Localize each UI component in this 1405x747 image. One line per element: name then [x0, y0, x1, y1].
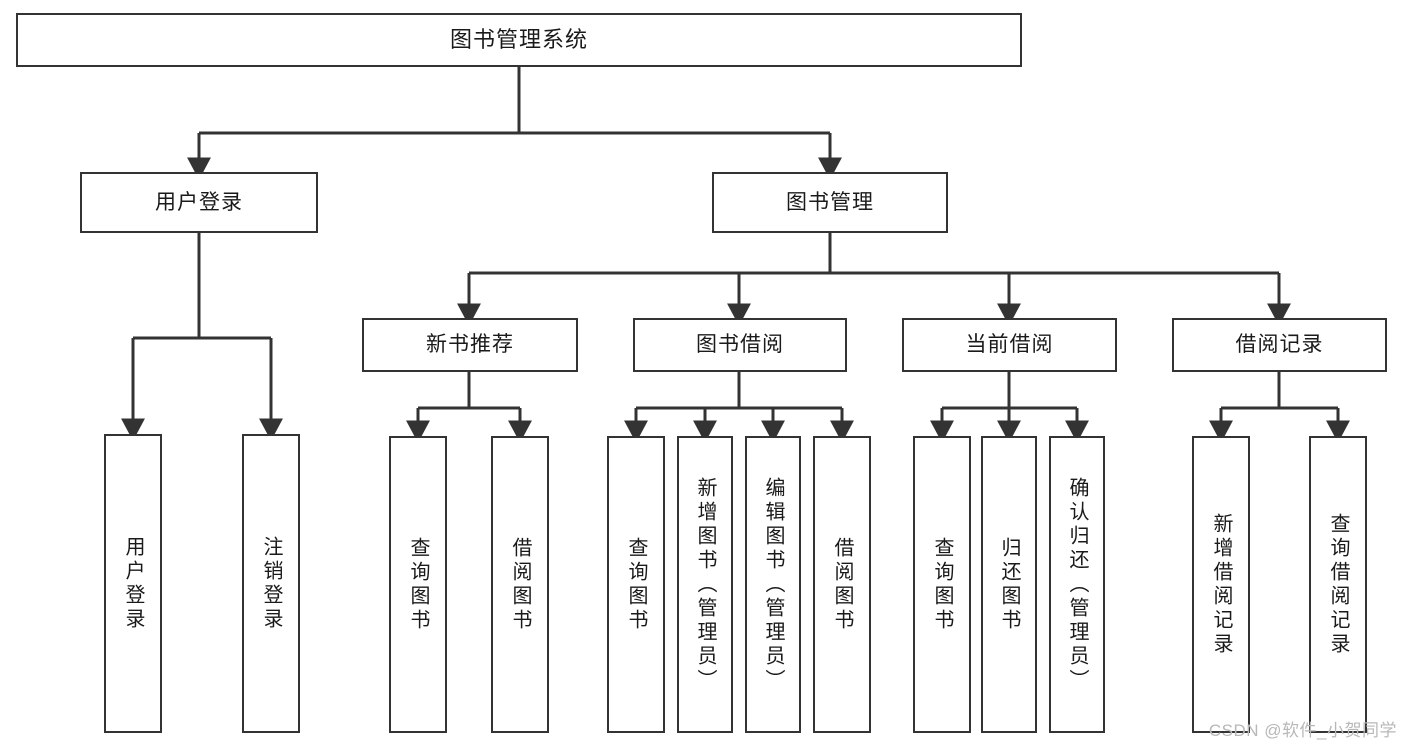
leaf-add-borrow-record[interactable]: 新增借阅记录 — [1192, 436, 1250, 733]
node-label: 归还图书 — [998, 536, 1020, 633]
leaf-confirm-return-admin[interactable]: 确认归还（管理员） — [1049, 436, 1105, 733]
node-label: 注销登录 — [260, 535, 282, 632]
leaf-query-book-borrow[interactable]: 查询图书 — [607, 436, 665, 733]
node-label: 确认归还（管理员） — [1066, 476, 1088, 693]
node-label: 查询图书 — [625, 536, 647, 633]
node-label: 查询借阅记录 — [1327, 512, 1349, 657]
node-label: 图书管理 — [786, 190, 874, 214]
node-label: 用户登录 — [122, 535, 144, 632]
leaf-user-login[interactable]: 用户登录 — [104, 434, 162, 733]
node-label: 新书推荐 — [426, 333, 514, 357]
leaf-query-book-current[interactable]: 查询图书 — [913, 436, 971, 733]
node-label: 借阅图书 — [831, 536, 853, 633]
leaf-logout-login[interactable]: 注销登录 — [242, 434, 300, 733]
node-label: 新增图书（管理员） — [694, 476, 716, 693]
csdn-watermark: CSDN @软件_小贺同学 — [1208, 721, 1397, 740]
node-book-management[interactable]: 图书管理 — [712, 172, 948, 233]
leaf-query-borrow-record[interactable]: 查询借阅记录 — [1309, 436, 1367, 733]
leaf-return-book[interactable]: 归还图书 — [981, 436, 1037, 733]
node-label: 查询图书 — [407, 536, 429, 633]
leaf-edit-book-admin[interactable]: 编辑图书（管理员） — [745, 436, 801, 733]
node-current-borrow[interactable]: 当前借阅 — [902, 318, 1117, 372]
node-label: 图书管理系统 — [449, 26, 588, 52]
leaf-query-book-recommend[interactable]: 查询图书 — [389, 436, 447, 733]
node-label: 当前借阅 — [965, 333, 1054, 357]
node-label: 借阅图书 — [509, 536, 531, 633]
node-user-login[interactable]: 用户登录 — [80, 172, 318, 233]
node-label: 借阅记录 — [1235, 333, 1324, 357]
node-borrow-record[interactable]: 借阅记录 — [1172, 318, 1387, 372]
node-root-book-management-system[interactable]: 图书管理系统 — [16, 13, 1022, 67]
node-label: 用户登录 — [155, 190, 243, 214]
node-book-borrow[interactable]: 图书借阅 — [633, 318, 847, 372]
node-label: 新增借阅记录 — [1210, 512, 1232, 657]
leaf-borrow-book-recommend[interactable]: 借阅图书 — [491, 436, 549, 733]
leaf-borrow-book-borrow[interactable]: 借阅图书 — [813, 436, 871, 733]
leaf-add-book-admin[interactable]: 新增图书（管理员） — [677, 436, 733, 733]
node-new-book-recommend[interactable]: 新书推荐 — [362, 318, 578, 372]
node-label: 编辑图书（管理员） — [762, 476, 784, 693]
node-label: 图书借阅 — [696, 333, 784, 357]
node-label: 查询图书 — [931, 536, 953, 633]
